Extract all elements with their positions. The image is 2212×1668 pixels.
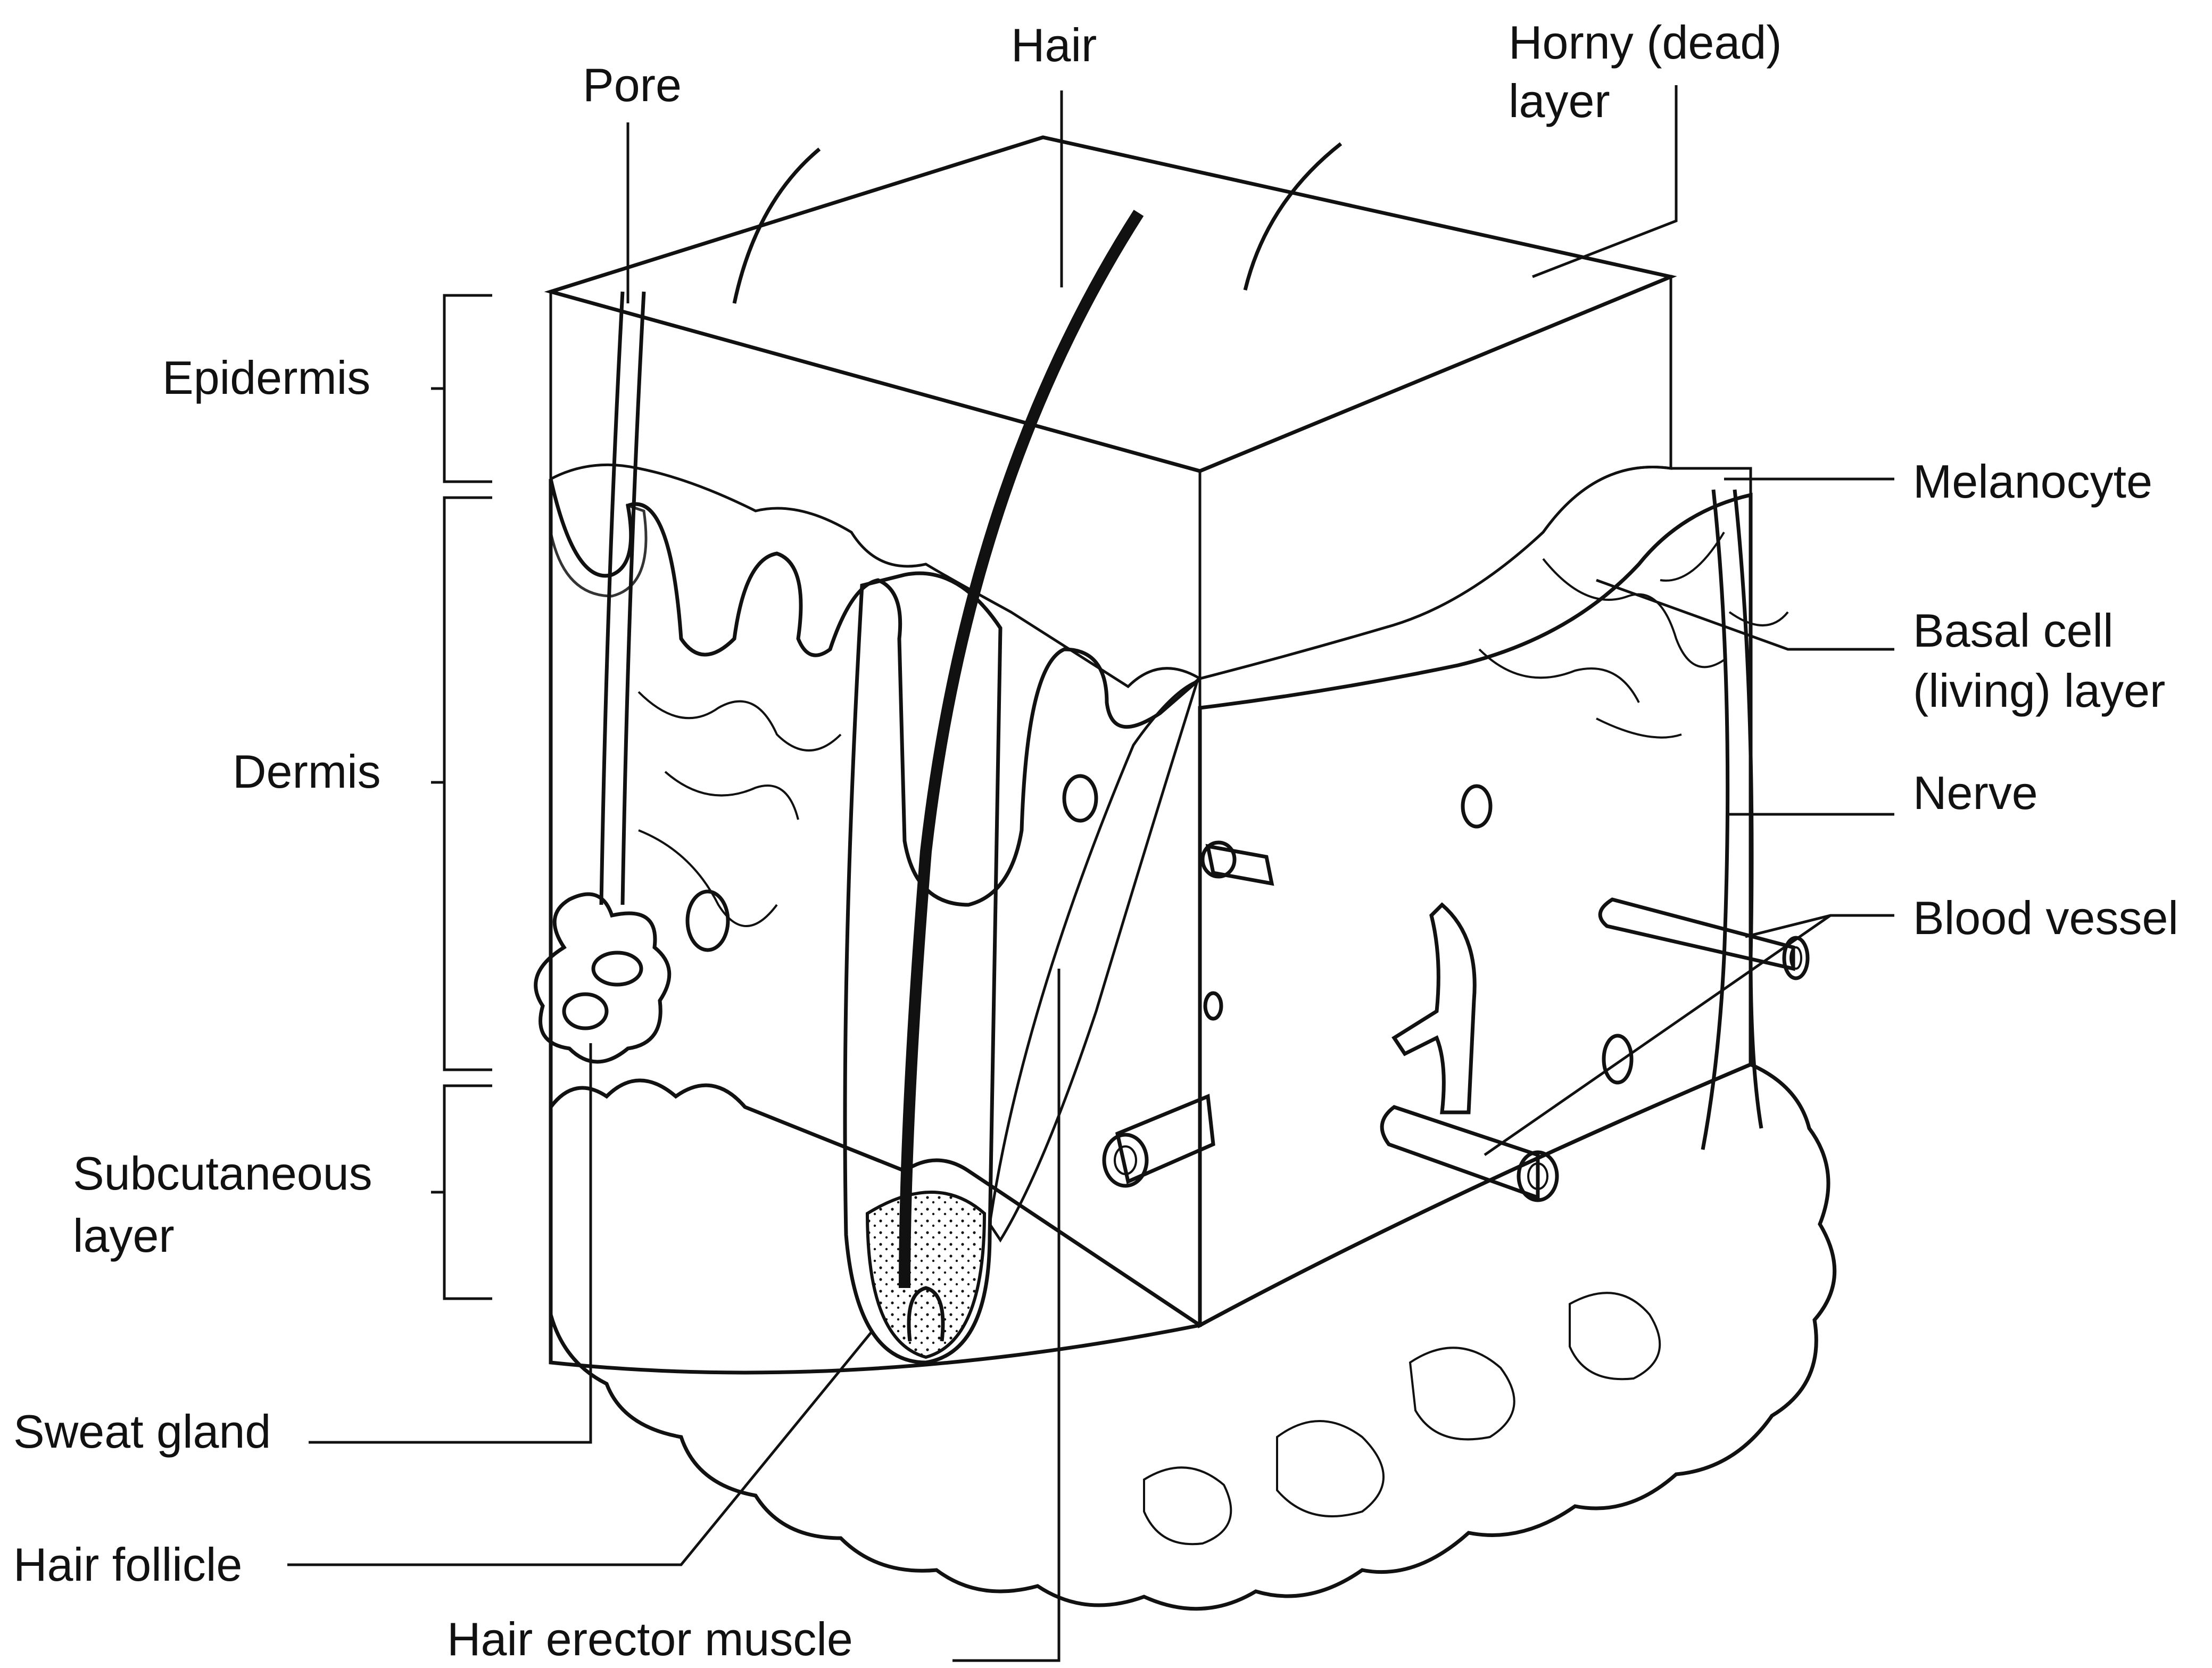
layer-brackets (431, 295, 492, 1299)
vessel-cross-section-3 (1205, 993, 1221, 1019)
sweat-gland (536, 894, 669, 1062)
skin-block (551, 137, 1835, 1609)
label-hair-follicle: Hair follicle (13, 1538, 242, 1591)
label-pore: Pore (583, 59, 682, 111)
sweat-duct (601, 292, 623, 905)
label-basal-line2: (living) layer (1913, 664, 2165, 717)
vessel-cross-section-4 (1463, 786, 1490, 827)
label-hair: Hair (1011, 19, 1097, 71)
label-hair-erector-muscle: Hair erector muscle (447, 1613, 853, 1665)
basal-layer-left (551, 479, 1200, 905)
epidermis-bracket (431, 295, 492, 482)
basal-layer-right (1200, 467, 1751, 708)
blood-vessel-t (1382, 1107, 1538, 1198)
label-sweat-gland: Sweat gland (13, 1405, 271, 1458)
horny-layer-left (551, 292, 1200, 687)
hair-erector-muscle (990, 681, 1197, 1240)
hair-shaft-right (1245, 144, 1341, 290)
sweat-gland-group (536, 292, 669, 1062)
hair-shaft-left (734, 149, 819, 303)
nerve-fiber (1703, 490, 1728, 1150)
blood-vessel-horizontal (1600, 899, 1793, 969)
subcutaneous-fat (551, 1064, 1835, 1609)
label-subcutaneous-line2: layer (73, 1209, 175, 1262)
blood-vessel-branch (1394, 905, 1474, 1112)
label-basal-line1: Basal cell (1913, 604, 2114, 657)
hair-bulb (867, 1192, 984, 1357)
hairs (734, 144, 1341, 1363)
label-subcutaneous-line1: Subcutaneous (73, 1147, 372, 1200)
blood-vessels (687, 776, 1808, 1200)
label-horny-line1: Horny (dead) (1509, 16, 1782, 69)
subcutaneous-bracket (431, 1086, 492, 1299)
leader-lines (287, 85, 1894, 1661)
label-horny-line2: layer (1509, 75, 1610, 127)
sweat-gland-leader (309, 1043, 591, 1442)
label-nerve: Nerve (1913, 766, 2038, 819)
vessel-cross-section-5 (1604, 1036, 1631, 1083)
blood-vessel-leader (1485, 915, 1894, 1155)
hair-main (905, 213, 1139, 1288)
nerve-fiber-2 (1735, 490, 1761, 1128)
label-epidermis: Epidermis (162, 351, 370, 404)
sweat-duct-inner (623, 292, 644, 905)
label-melanocyte: Melanocyte (1913, 455, 2152, 508)
dermis-bracket (431, 498, 492, 1070)
vessel-cross-section-1 (687, 891, 728, 950)
sweat-gland-coil (593, 953, 641, 985)
label-dermis: Dermis (233, 745, 381, 798)
skin-surface (551, 137, 1671, 471)
vessel-cross-section-2 (1064, 776, 1096, 821)
nerve-group (1660, 490, 1788, 1150)
horny-layer-right (1200, 277, 1671, 679)
label-blood-vessel: Blood vessel (1913, 891, 2178, 944)
sweat-gland-coil-2 (564, 994, 607, 1028)
